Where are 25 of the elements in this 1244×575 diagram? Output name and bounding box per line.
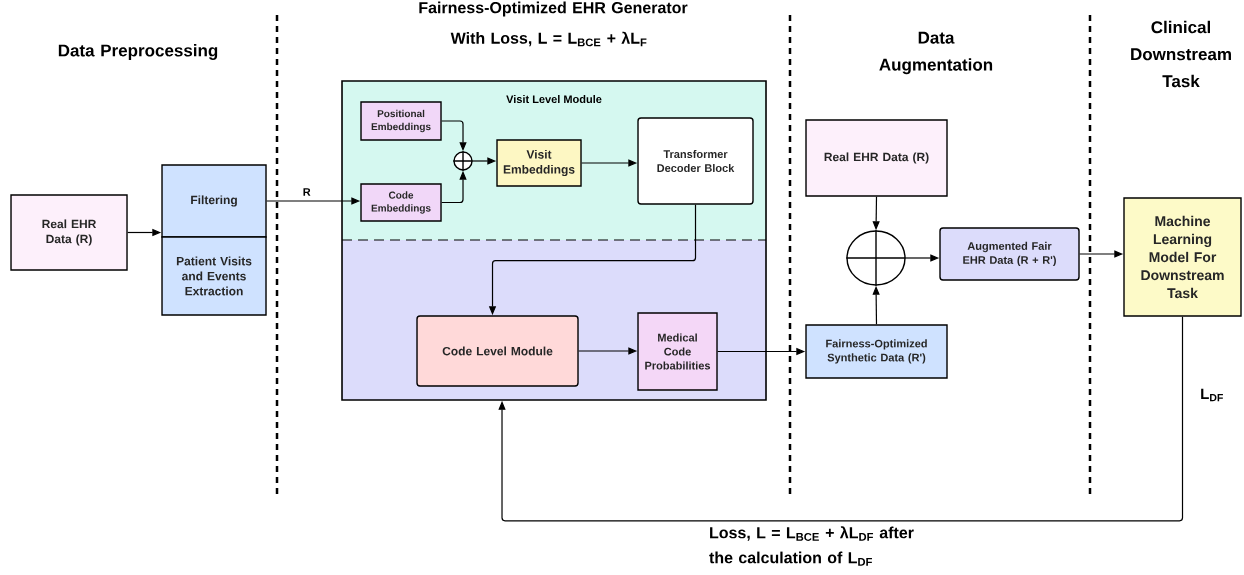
loss-note: Loss, L = L$_{BCE}$ + λL$_{DF}$ after the calculation of L$_{DF}$ [709,526,914,566]
arrow [498,316,1184,522]
model-box: Machine Learning Model For Downstream Task [1123,197,1242,317]
data-box: Augmented Fair EHR Data (R + R') [939,227,1080,281]
process-box: Patient Visits and Events Extraction [161,236,267,316]
edge-label: R [303,188,311,196]
sum-symbol [452,150,474,172]
section-heading: Data Augmentation [879,31,993,75]
embedding-box: Visit Embeddings [496,139,582,187]
edge-label: L$_{DF}$ [1201,388,1223,402]
sum-symbol [845,229,907,287]
embedding-box: Code Embeddings [360,183,442,222]
data-box: Fairness-Optimized Synthetic Data (R') [805,324,948,379]
section-heading: Data Preprocessing [58,44,218,60]
section-heading: Clinical Downstream Task [1131,20,1231,88]
embedding-box: Positional Embeddings [360,101,442,141]
data-box: Real EHR Data (R) [805,119,948,197]
section-heading: Fairness-Optimized EHR Generator [419,1,688,17]
decoder-box: Transformer Decoder Block [637,117,754,205]
module-frame [341,80,767,401]
loss-formula: With Loss, L = L$_{BCE}$ + λL$_{F}$ [450,31,647,47]
output-box: Medical Code Probabilities [637,312,718,391]
data-box: Real EHR Data (R) [10,194,128,271]
module-box: Code Level Module [416,315,579,387]
process-box: Filtering [161,164,267,238]
